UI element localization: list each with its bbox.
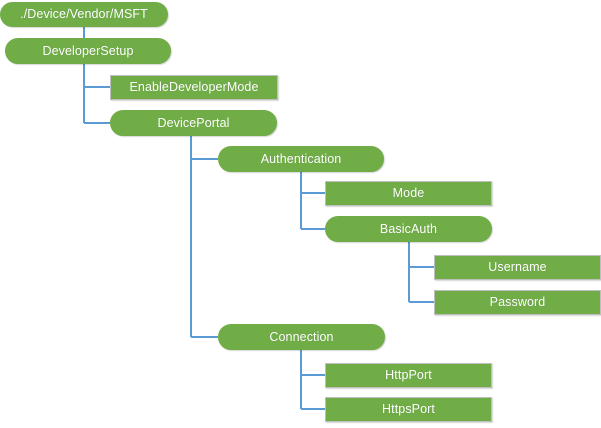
node-label-password: Password [489, 295, 546, 310]
node-label-httpport: HttpPort [385, 368, 432, 383]
connector-connection-to-httpport [300, 350, 325, 376]
node-root[interactable]: ./Device/Vendor/MSFT [0, 2, 168, 27]
node-label-username: Username [488, 260, 547, 275]
node-developersetup[interactable]: DeveloperSetup [5, 38, 171, 64]
connector-connection-to-httpsport [300, 350, 325, 410]
node-username[interactable]: Username [434, 255, 601, 280]
node-label-developersetup: DeveloperSetup [42, 43, 134, 58]
node-label-mode: Mode [392, 186, 425, 201]
connector-deviceportal-to-authentication [190, 136, 218, 160]
node-label-connection: Connection [269, 329, 334, 344]
node-enabledevelopermode[interactable]: EnableDeveloperMode [110, 75, 278, 100]
connector-basicauth-to-password [408, 242, 434, 303]
node-label-enabledevelopermode: EnableDeveloperMode [129, 80, 259, 95]
node-deviceportal[interactable]: DevicePortal [110, 110, 277, 136]
node-label-authentication: Authentication [260, 151, 342, 166]
node-label-basicauth: BasicAuth [379, 221, 438, 236]
node-authentication[interactable]: Authentication [218, 146, 384, 172]
connector-deviceportal-to-connection [190, 136, 218, 338]
node-label-httpsport: HttpsPort [382, 402, 435, 417]
node-password[interactable]: Password [434, 290, 601, 315]
connector-developersetup-to-deviceportal [83, 64, 110, 124]
connector-developersetup-to-enabledevelopermode [83, 64, 110, 88]
connector-authentication-to-mode [300, 172, 325, 194]
node-basicauth[interactable]: BasicAuth [325, 216, 492, 242]
node-httpsport[interactable]: HttpsPort [325, 397, 492, 422]
node-connection[interactable]: Connection [218, 324, 385, 350]
node-mode[interactable]: Mode [325, 181, 492, 206]
node-label-deviceportal: DevicePortal [157, 115, 230, 130]
connector-authentication-to-basicauth [300, 172, 325, 230]
node-httpport[interactable]: HttpPort [325, 363, 492, 388]
node-label-root: ./Device/Vendor/MSFT [20, 7, 148, 22]
connector-basicauth-to-username [408, 242, 434, 268]
